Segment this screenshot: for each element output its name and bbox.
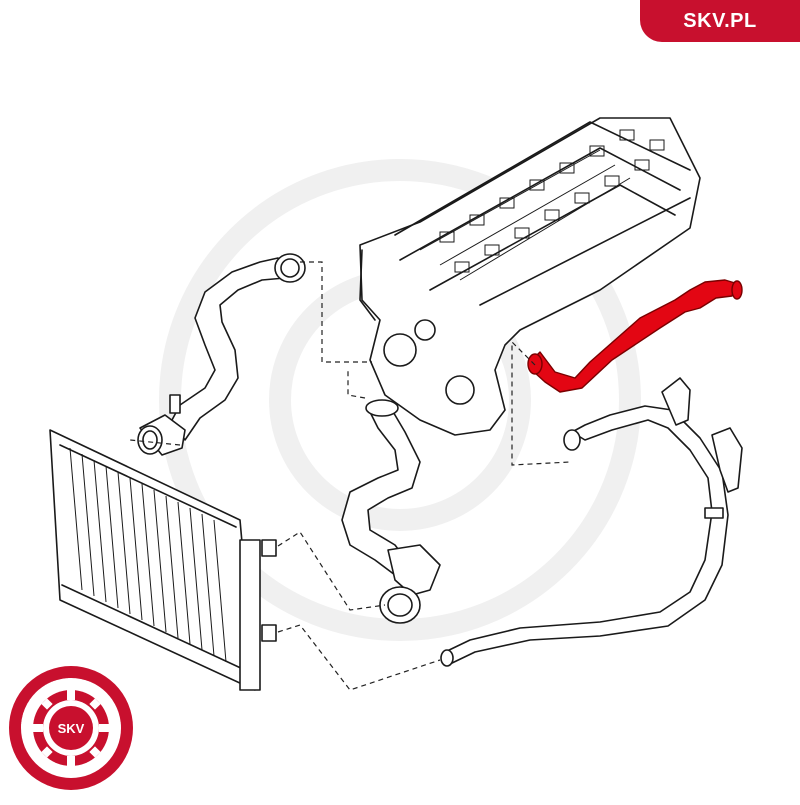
- leader-lines: [129, 261, 571, 691]
- brand-label: SKV.PL: [683, 9, 757, 32]
- lower-radiator-hose: [341, 399, 441, 624]
- badge-center-text: SKV: [58, 721, 85, 736]
- engine-block-drawing: [359, 117, 701, 436]
- radiator-drawing: [49, 429, 277, 691]
- gear-logo-icon: SKV AFTERMARKET PRICE · OF QUALITY AUTO …: [5, 662, 133, 790]
- upper-radiator-hose: [137, 253, 306, 456]
- highlighted-hose: [527, 279, 743, 393]
- heater-return-hose: [440, 377, 743, 667]
- brand-tab[interactable]: SKV.PL: [640, 0, 800, 42]
